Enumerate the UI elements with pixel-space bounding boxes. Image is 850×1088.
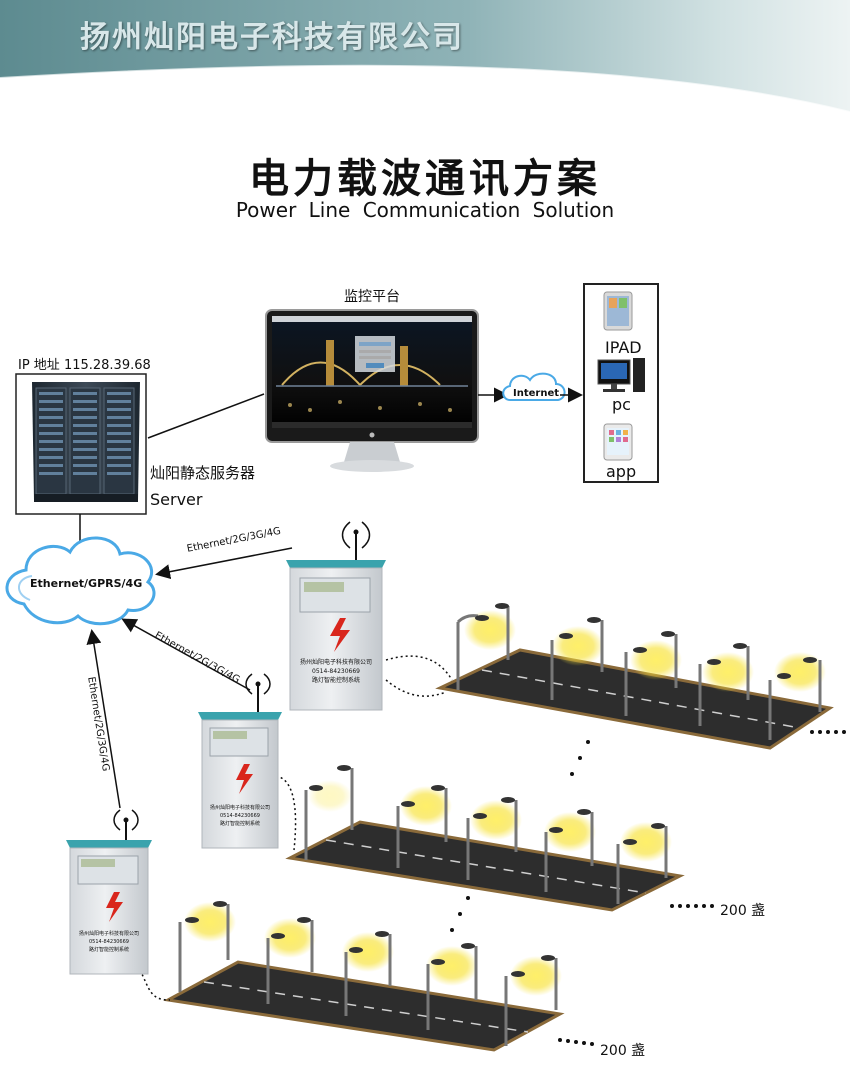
antenna-signal-icon <box>245 673 271 695</box>
network-cloud-icon <box>5 536 156 626</box>
road-2 <box>290 822 680 910</box>
company-name: 扬州灿阳电子科技有限公司 <box>80 20 464 55</box>
road3-lamp-count: 200 盏 <box>600 1043 646 1059</box>
monitor-label: 监控平台 <box>344 289 400 305</box>
cabinet3-system: 路灯智能控制系统 <box>88 947 129 953</box>
control-cabinet-3 <box>66 809 152 975</box>
cabinet2-company: 扬州灿阳电子科技有限公司 <box>209 805 270 811</box>
antenna-signal-icon <box>341 521 371 549</box>
cabinet2-system: 路灯智能控制系统 <box>219 821 260 827</box>
cabinet2-link <box>121 618 251 691</box>
cabinet1-company: 扬州灿阳电子科技有限公司 <box>299 659 372 666</box>
cabinet1-phone: 0514-84230669 <box>312 668 360 675</box>
server-box <box>15 373 147 515</box>
server-monitor-link <box>147 393 265 439</box>
road-1 <box>440 650 830 748</box>
phone-app-icon <box>603 423 633 461</box>
tablet-icon <box>603 291 633 331</box>
device-label-ipad: IPAD <box>605 338 642 357</box>
cabinet3-phone: 0514-84230669 <box>89 939 129 945</box>
street-lamps <box>178 603 826 1046</box>
cabinet3-link <box>86 629 121 809</box>
lightning-icon <box>236 764 253 794</box>
control-cabinet-1 <box>286 521 386 711</box>
cabinet2-phone: 0514-84230669 <box>220 813 260 819</box>
page-title-cn: 电力载波通讯方案 <box>249 156 601 202</box>
server-name-cn: 灿阳静态服务器 <box>150 464 256 482</box>
cabinet1-system: 路灯智能控制系统 <box>311 677 360 684</box>
road2-lamp-count: 200 盏 <box>720 903 766 919</box>
server-name-en: Server <box>150 490 203 509</box>
cabinet3-company: 扬州灿阳电子科技有限公司 <box>78 931 139 937</box>
server-rack-icon <box>32 382 140 502</box>
cabinet1-link <box>155 547 293 580</box>
header-banner <box>0 0 850 113</box>
road-3 <box>168 962 560 1050</box>
lightning-icon <box>330 618 350 652</box>
server-ip-label: IP 地址 115.28.39.68 <box>18 358 151 373</box>
internet-cloud-icon <box>502 372 566 401</box>
desktop-pc-icon <box>597 358 645 392</box>
internet-label: Internet <box>513 388 560 399</box>
monitor-icon <box>265 309 479 472</box>
antenna-signal-icon <box>113 809 139 831</box>
control-cabinet-2 <box>198 673 282 849</box>
network-cloud-label: Ethernet/GPRS/4G <box>30 577 143 590</box>
device-label-app: app <box>606 462 637 481</box>
page-title-en: Power Line Communication Solution <box>235 198 615 222</box>
lightning-icon <box>106 892 123 922</box>
device-label-pc: pc <box>612 395 631 414</box>
